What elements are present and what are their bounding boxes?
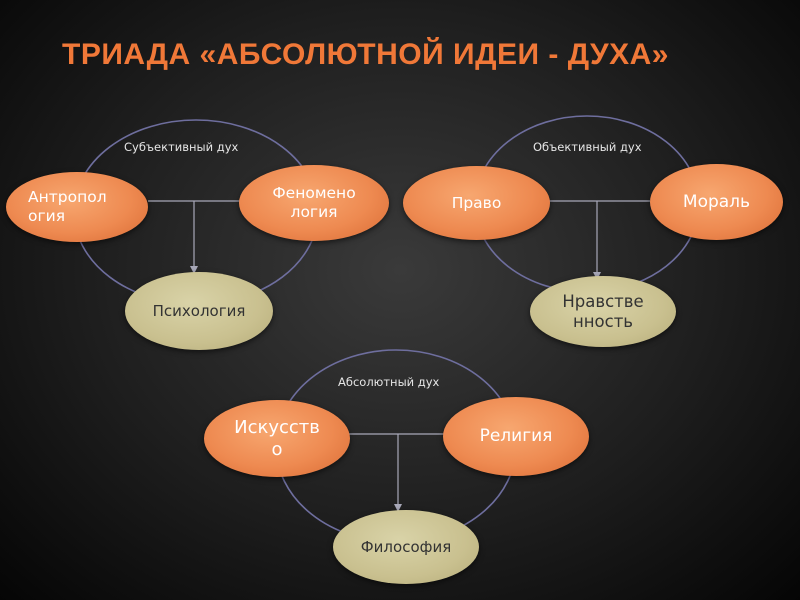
node-art[interactable]: Искусство bbox=[204, 400, 350, 477]
node-ethical-life[interactable]: Нравственность bbox=[530, 276, 676, 347]
node-phenomenology[interactable]: Феноменология bbox=[239, 165, 389, 241]
absolute-spirit-label: Абсолютный дух bbox=[338, 375, 440, 389]
node-philosophy-label: Философия bbox=[360, 538, 452, 556]
objective-spirit-label: Объективный дух bbox=[533, 140, 642, 154]
subjective-spirit-label: Субъективный дух bbox=[124, 140, 239, 154]
node-psychology[interactable]: Психология bbox=[125, 272, 273, 350]
node-morality[interactable]: Мораль bbox=[650, 164, 783, 240]
node-anthropology-label: Антропология bbox=[28, 188, 107, 225]
node-ethical-life-label: Нравственность bbox=[562, 291, 644, 331]
node-religion[interactable]: Религия bbox=[443, 397, 589, 476]
node-law[interactable]: Право bbox=[403, 166, 550, 240]
node-law-label: Право bbox=[451, 193, 502, 212]
node-anthropology[interactable]: Антропология bbox=[6, 172, 148, 242]
node-art-label: Искусство bbox=[234, 416, 320, 460]
node-religion-label: Религия bbox=[479, 426, 553, 447]
node-psychology-label: Психология bbox=[152, 302, 246, 320]
node-morality-label: Мораль bbox=[682, 191, 751, 212]
node-philosophy[interactable]: Философия bbox=[333, 510, 479, 584]
node-phenomenology-label: Феноменология bbox=[272, 184, 356, 221]
slide-title: Триада «Абсолютной идеи - Духа» bbox=[62, 38, 669, 71]
